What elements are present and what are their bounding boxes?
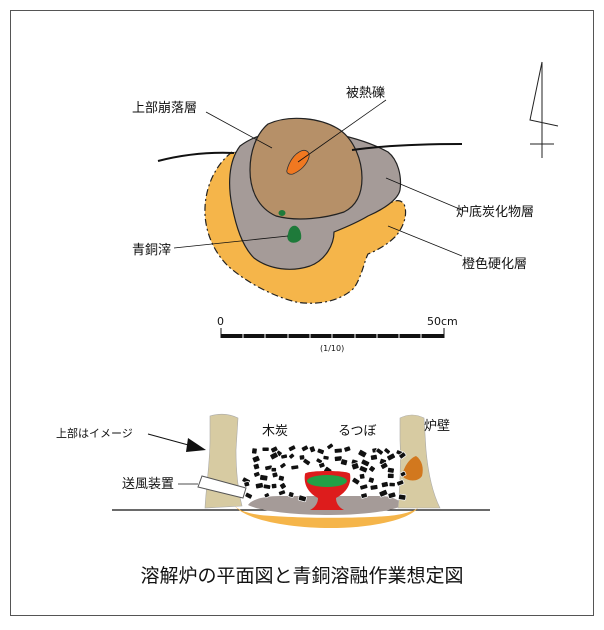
charcoal-piece: [280, 453, 288, 460]
scale-start-label: 0: [217, 315, 224, 328]
north-arrow-icon: [529, 61, 559, 158]
charcoal-piece: [367, 476, 375, 484]
charcoal-piece: [368, 465, 376, 473]
charcoal-piece: [262, 483, 272, 490]
plan-leader-lines: [173, 99, 463, 257]
charcoal-piece: [359, 483, 369, 491]
charcoal-piece: [386, 452, 396, 462]
charcoal-piece: [375, 447, 384, 456]
label-crucible: るつぼ: [338, 424, 376, 439]
charcoal-piece: [263, 492, 270, 499]
label-blower: 送風装置: [122, 477, 174, 492]
charcoal-piece: [322, 455, 330, 461]
charcoal-piece: [378, 489, 389, 498]
charcoal-piece: [360, 458, 371, 467]
label-orange-hardened-layer: 橙色硬化層: [462, 256, 527, 272]
charcoal-piece: [253, 471, 261, 478]
label-charcoal: 木炭: [262, 424, 288, 439]
charcoal-piece: [318, 461, 326, 469]
charcoal-piece: [357, 449, 368, 459]
charcoal-piece: [279, 482, 287, 490]
charcoal-piece: [252, 463, 261, 471]
charcoal-piece: [358, 473, 366, 480]
scale-ratio-label: (1/10): [320, 344, 344, 353]
charcoal-piece: [387, 491, 397, 499]
label-furnace-bottom-charcoal: 炉底炭化物層: [456, 204, 534, 220]
charcoal-piece: [243, 481, 251, 488]
charcoal-piece: [333, 455, 343, 462]
charcoal-piece: [380, 481, 389, 488]
section-orange-base: [234, 505, 418, 528]
upper-collapse-layer: [249, 117, 363, 220]
charcoal-piece: [369, 454, 378, 461]
charcoal-piece: [388, 482, 396, 488]
charcoal-piece: [398, 493, 407, 501]
charcoal-piece: [270, 482, 278, 490]
charcoal-piece: [316, 447, 325, 455]
charcoal-piece: [271, 471, 279, 479]
section-view: 上部はイメージ 木炭 るつぼ 炉壁 送風装置: [56, 413, 490, 528]
scale-end-label: 50cm: [427, 315, 458, 328]
charcoal-piece: [279, 462, 287, 469]
charcoal-piece: [297, 494, 307, 503]
molten-bronze: [307, 475, 347, 487]
charcoal-piece: [399, 470, 407, 478]
charcoal-piece: [351, 477, 361, 486]
charcoal-piece: [302, 458, 311, 466]
charcoal-piece: [261, 446, 270, 452]
charcoal-piece: [270, 467, 277, 473]
charcoal-piece: [398, 451, 407, 460]
label-upper-collapse-layer: 上部崩落層: [132, 101, 197, 116]
charcoal-piece: [251, 447, 258, 455]
label-top-is-image: 上部はイメージ: [56, 426, 133, 440]
figure-frame: [10, 10, 594, 616]
charcoal-piece: [264, 464, 273, 471]
furnace-wall-orange-patch: [402, 456, 423, 481]
charcoal-piece: [326, 442, 334, 450]
charcoal-piece: [269, 451, 279, 461]
charcoal-piece: [290, 464, 300, 471]
charcoal-piece: [386, 467, 395, 474]
charcoal-piece: [351, 462, 360, 471]
charcoal-piece: [244, 491, 253, 500]
scale-bar: 0 50cm (1/10): [217, 315, 458, 353]
charcoal-piece: [251, 455, 261, 464]
charcoal-piece: [360, 492, 368, 499]
charcoal-piece: [277, 474, 285, 482]
charcoal-piece: [308, 445, 316, 453]
label-bronze-slag: 青銅滓: [132, 242, 171, 258]
charcoal-piece: [287, 444, 297, 452]
heated-gravel: [286, 149, 310, 175]
image-arrow-head-icon: [186, 438, 206, 452]
charcoal-piece: [254, 482, 264, 490]
charcoal-piece: [333, 447, 343, 454]
charcoal-piece: [387, 472, 395, 479]
charcoal-piece: [383, 447, 391, 455]
charcoal-piece: [300, 444, 309, 452]
label-heated-gravel: 被熱礫: [346, 85, 385, 101]
charcoal-piece: [288, 452, 296, 460]
bronze-slag-small: [278, 210, 286, 216]
label-furnace-wall: 炉壁: [424, 419, 450, 434]
charcoal-piece: [287, 491, 295, 498]
charcoal-piece: [340, 458, 349, 466]
bronze-slag: [287, 225, 302, 243]
charcoal-piece: [358, 465, 369, 474]
charcoal-piece: [380, 461, 389, 470]
blower-pipe: [197, 475, 247, 499]
charcoal-piece: [259, 474, 269, 482]
image-arrow-line: [147, 433, 193, 447]
charcoal-piece: [278, 489, 286, 496]
charcoal-piece: [343, 445, 352, 453]
figure-caption: 溶解炉の平面図と青銅溶融作業想定図: [140, 565, 463, 587]
charcoal-piece: [396, 479, 405, 487]
plan-view: 上部崩落層 被熱礫 炉底炭化物層 青銅滓 橙色硬化層 0 50cm (1/10): [132, 61, 559, 353]
charcoal-piece: [369, 484, 379, 491]
ground-line: [157, 143, 463, 162]
charcoal-piece: [298, 454, 306, 461]
